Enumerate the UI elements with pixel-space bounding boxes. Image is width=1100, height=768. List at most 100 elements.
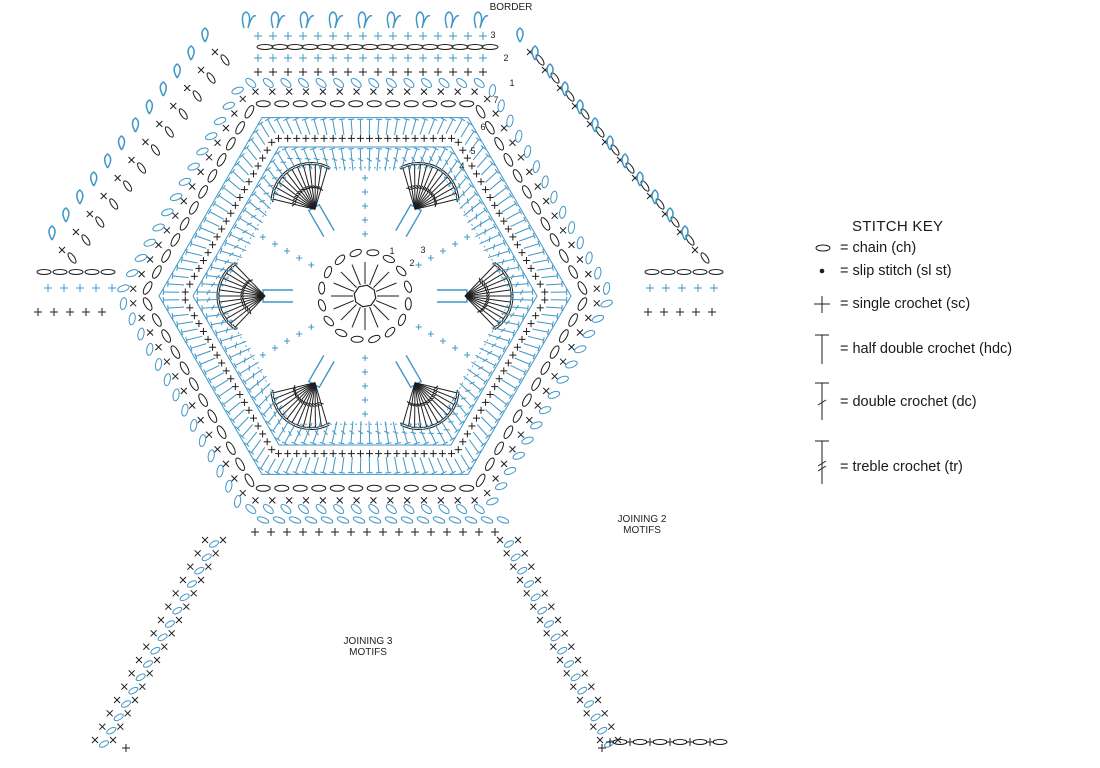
- tall-stitch-mark: [177, 267, 194, 271]
- tall-stitch-mark: [402, 456, 408, 473]
- tall-stitch-mark: [464, 131, 475, 145]
- chain-mark: [559, 249, 569, 263]
- chain-mark: [317, 299, 327, 312]
- chain-mark: [397, 313, 407, 327]
- key-item-double-crochet: = double crochet (dc): [806, 390, 977, 414]
- joining-3-line2: MOTIFS: [349, 647, 387, 658]
- tall-stitch-mark: [412, 185, 418, 189]
- tall-stitch-mark: [417, 403, 424, 406]
- tall-stitch-mark: [289, 420, 295, 425]
- tall-stitch-mark: [204, 219, 220, 228]
- chain-mark: [272, 516, 286, 524]
- single-crochet-mark: [574, 656, 582, 664]
- single-crochet-mark: [186, 563, 194, 571]
- tall-stitch-mark: [384, 430, 390, 434]
- chain-mark: [201, 553, 212, 562]
- tall-stitch-mark: [358, 430, 364, 435]
- tall-stitch-mark: [304, 119, 311, 135]
- t-two-bar-symbol: [817, 460, 827, 467]
- tall-stitch-mark: [212, 200, 217, 207]
- chain-mark: [323, 315, 335, 327]
- tall-stitch-mark: [248, 308, 252, 315]
- tall-stitch-mark: [340, 430, 346, 435]
- tall-stitch-mark: [460, 123, 470, 138]
- chain-mark: [506, 114, 514, 128]
- single-crochet-mark: [268, 88, 276, 95]
- chain-mark: [245, 504, 257, 515]
- tall-stitch-mark: [310, 118, 318, 121]
- chain-mark: [95, 216, 105, 228]
- picot-mark: [270, 11, 286, 29]
- round-number: 2: [503, 53, 509, 63]
- chain-mark: [496, 516, 510, 524]
- chain-mark: [530, 593, 541, 602]
- tall-stitch-mark: [328, 442, 335, 445]
- chain-mark: [194, 566, 205, 575]
- single-crochet-mark: [551, 372, 558, 380]
- chain-mark: [304, 516, 318, 524]
- tall-stitch-mark: [411, 156, 416, 162]
- tall-stitch-mark: [329, 118, 336, 121]
- chain-mark: [163, 373, 171, 387]
- tall-stitch-mark: [459, 470, 466, 475]
- tall-stitch-mark: [220, 319, 224, 326]
- chain-mark: [503, 467, 517, 475]
- tall-stitch-mark: [481, 416, 493, 429]
- tall-stitch-mark: [499, 409, 505, 416]
- tall-stitch-mark: [313, 158, 320, 161]
- tall-stitch-mark: [419, 432, 426, 435]
- tall-stitch-mark: [312, 185, 318, 190]
- tall-stitch-mark: [423, 164, 430, 167]
- tall-stitch-mark: [313, 119, 319, 135]
- tall-stitch-mark: [186, 335, 203, 341]
- chain-mark: [644, 269, 660, 275]
- chain-mark: [142, 660, 154, 668]
- tall-stitch-mark: [480, 442, 486, 447]
- single-crochet-mark: [585, 314, 592, 322]
- chain-mark: [625, 162, 635, 174]
- tall-stitch-mark: [318, 186, 324, 192]
- tall-stitch-mark: [420, 156, 425, 162]
- tall-stitch-mark: [292, 199, 298, 204]
- tall-stitch-mark: [412, 118, 420, 121]
- single-crochet-mark: [353, 88, 360, 95]
- key-text: = half double crochet (hdc): [840, 341, 1013, 357]
- round-1-stitch: [373, 271, 390, 288]
- tall-stitch-mark: [454, 158, 460, 164]
- chain-mark: [503, 540, 515, 548]
- tall-stitch-mark: [486, 350, 493, 355]
- tall-stitch-mark: [423, 425, 430, 428]
- chain-mark: [216, 464, 224, 478]
- tall-stitch-mark: [489, 179, 503, 191]
- tall-stitch-mark: [429, 156, 433, 162]
- chain-mark: [523, 145, 532, 158]
- single-crochet-mark: [551, 212, 558, 220]
- tall-stitch-mark: [532, 328, 549, 333]
- chain-mark: [485, 457, 495, 471]
- tall-stitch-mark: [251, 191, 257, 197]
- round-1-stitch: [333, 282, 355, 292]
- petal-loop: [395, 203, 423, 237]
- chain-mark: [395, 265, 407, 277]
- chain-mark: [406, 44, 424, 50]
- tall-stitch-mark: [518, 350, 535, 357]
- tall-stitch-mark: [304, 457, 311, 473]
- chain-mark: [161, 249, 171, 263]
- tall-stitch-mark: [430, 394, 436, 398]
- tall-stitch-mark: [338, 147, 345, 150]
- tall-stitch-mark: [341, 456, 345, 473]
- tall-stitch-mark: [556, 313, 559, 320]
- tall-stitch-mark: [246, 222, 252, 226]
- single-crochet-mark: [514, 536, 522, 544]
- tall-stitch-mark: [237, 163, 249, 176]
- fan-arc: [494, 261, 514, 331]
- chain-mark: [456, 504, 468, 515]
- single-crochet-mark: [197, 168, 204, 176]
- tall-stitch-mark: [272, 177, 278, 179]
- tall-stitch-mark: [478, 199, 483, 205]
- chain-mark: [301, 44, 319, 50]
- tall-stitch-mark: [241, 299, 245, 305]
- tall-stitch-mark: [234, 426, 241, 431]
- tall-stitch-mark: [198, 224, 203, 231]
- chain-mark: [292, 484, 308, 492]
